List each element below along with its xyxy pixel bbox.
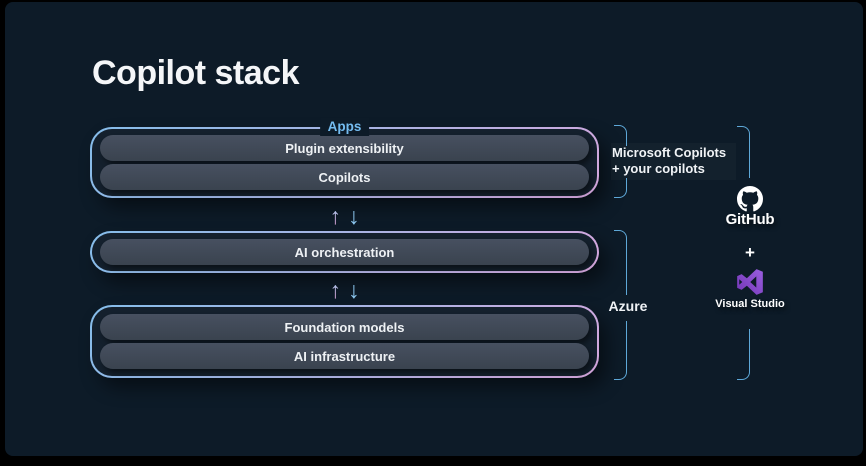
infrastructure-group: Foundation models AI infrastructure (90, 305, 599, 378)
azure-label: Azure (608, 298, 648, 314)
down-arrow-icon: ↓ (348, 277, 360, 303)
microsoft-copilots-bracket (614, 125, 627, 198)
partners-bracket (737, 126, 750, 380)
visual-studio-label: Visual Studio (715, 298, 785, 310)
apps-group-inner: Plugin extensibility Copilots (92, 129, 597, 196)
bracket-hook-bottom (614, 321, 627, 380)
microsoft-copilots-label-line2: + your copilots (612, 161, 705, 176)
apps-orchestration-arrows: ↑ ↓ (90, 203, 599, 229)
orchestration-group-inner: AI orchestration (92, 233, 597, 271)
apps-group: Apps Plugin extensibility Copilots (90, 118, 599, 198)
up-arrow-icon: ↑ (329, 277, 342, 303)
bracket-hook-bottom (614, 178, 627, 198)
bracket-hook-top (737, 126, 750, 178)
foundation-models-pill: Foundation models (100, 314, 589, 340)
infrastructure-group-inner: Foundation models AI infrastructure (92, 307, 597, 376)
bracket-hook-bottom (737, 329, 750, 380)
page-title: Copilot stack (92, 54, 299, 92)
bracket-hook-top (614, 230, 627, 295)
ai-infrastructure-pill: AI infrastructure (100, 343, 589, 369)
apps-group-legend: Apps (319, 118, 370, 136)
down-arrow-icon: ↓ (348, 203, 360, 229)
orchestration-infra-arrows: ↑ ↓ (90, 277, 599, 303)
microsoft-copilots-label-line1: Microsoft Copilots (612, 145, 727, 160)
github-label: GitHub (725, 211, 775, 228)
ai-orchestration-pill: AI orchestration (100, 239, 589, 265)
orchestration-group: AI orchestration (90, 231, 599, 273)
plugin-extensibility-pill: Plugin extensibility (100, 135, 589, 161)
visual-studio-icon (737, 269, 763, 295)
microsoft-copilots-label: Microsoft Copilots + your copilots (611, 143, 736, 180)
slide-background: Copilot stack Apps Plugin extensibility … (5, 2, 863, 456)
copilots-pill: Copilots (100, 164, 589, 190)
up-arrow-icon: ↑ (329, 203, 342, 229)
plus-sign: + (745, 243, 755, 262)
github-icon (737, 186, 763, 212)
azure-bracket (614, 230, 627, 380)
bracket-hook-top (614, 125, 627, 146)
